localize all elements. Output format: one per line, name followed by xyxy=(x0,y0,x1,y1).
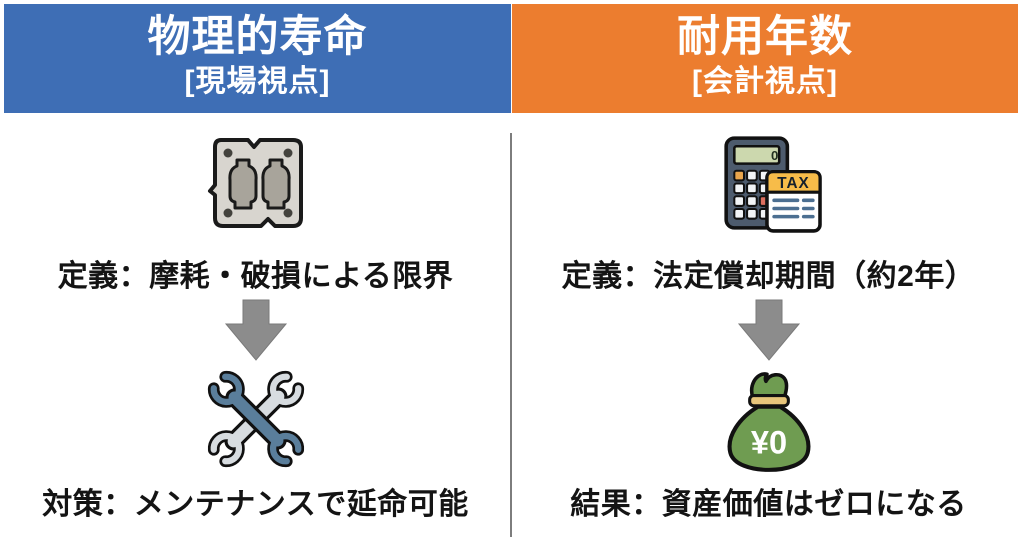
column-physical-life: 定義：摩耗・破損による限界 xyxy=(3,0,508,559)
crossed-wrenches-icon xyxy=(3,365,508,473)
column-useful-life: 0 TAX xyxy=(516,0,1021,559)
header-physical-life-subtitle: [現場視点] xyxy=(184,65,331,98)
header-useful-life-subtitle: [会計視点] xyxy=(692,65,838,98)
physical-definition-text: 定義：摩耗・破損による限界 xyxy=(57,260,454,293)
header-physical-life-title: 物理的寿命 xyxy=(147,13,368,61)
header-useful-life: 耐用年数 [会計視点] xyxy=(512,4,1018,113)
header-useful-life-title: 耐用年数 xyxy=(677,13,853,61)
tax-calculator-icon: 0 TAX xyxy=(516,133,1021,235)
physical-conclusion-text: 対策：メンテナンスで延命可能 xyxy=(42,488,469,521)
calculator-display-value: 0 xyxy=(771,148,778,163)
tax-label: TAX xyxy=(777,175,810,192)
money-bag-icon: ¥0 xyxy=(516,365,1021,475)
header-physical-life: 物理的寿命 [現場視点] xyxy=(4,4,511,113)
useful-life-definition-text: 定義：法定償却期間（約2年） xyxy=(561,260,976,293)
down-arrow-icon xyxy=(516,299,1021,361)
money-bag-value: ¥0 xyxy=(750,425,786,461)
column-divider xyxy=(510,133,512,537)
worn-mold-icon xyxy=(3,133,508,233)
useful-life-conclusion-text: 結果：資産価値はゼロになる xyxy=(570,488,967,521)
down-arrow-icon xyxy=(3,299,508,361)
